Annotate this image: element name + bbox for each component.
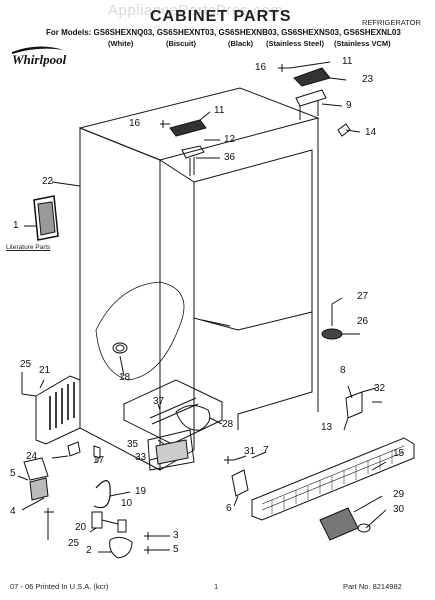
callout-31: 31 xyxy=(244,446,256,457)
callout-7: 7 xyxy=(263,445,269,456)
callout-22: 22 xyxy=(42,176,54,187)
callout-5-left: 5 xyxy=(10,468,16,479)
footer-printed: 07 - 06 Printed In U.S.A. (kcr) xyxy=(10,582,109,591)
color-white: (White) xyxy=(108,39,134,48)
callout-19: 19 xyxy=(135,486,147,497)
callout-21: 21 xyxy=(39,365,51,376)
callout-35: 35 xyxy=(127,439,139,450)
callout-3: 3 xyxy=(173,530,179,541)
callout-20: 20 xyxy=(75,522,87,533)
callout-37: 37 xyxy=(153,396,165,407)
callout-1: 1 xyxy=(13,220,19,231)
callout-9: 9 xyxy=(346,100,352,111)
callout-17: 17 xyxy=(93,455,105,466)
callout-24: 24 xyxy=(26,451,38,462)
callout-25-bottom: 25 xyxy=(68,538,80,549)
brand-logo: Whirlpool xyxy=(12,52,67,67)
callout-12: 12 xyxy=(224,134,236,145)
callout-2: 2 xyxy=(86,545,92,556)
callout-8: 8 xyxy=(340,365,346,376)
callout-27: 27 xyxy=(357,291,369,302)
callout-23: 23 xyxy=(362,74,374,85)
callout-29: 29 xyxy=(393,489,405,500)
callout-18: 18 xyxy=(119,372,131,383)
color-stainless-vcm: (Stainless VCM) xyxy=(334,39,391,48)
category-label: REFRIGERATOR xyxy=(362,18,421,27)
callout-36: 36 xyxy=(224,152,236,163)
callout-13: 13 xyxy=(321,422,333,433)
literature-parts-label: Literature Parts xyxy=(6,244,51,251)
color-biscuit: (Biscuit) xyxy=(166,39,196,48)
callout-30: 30 xyxy=(393,504,405,515)
callout-16-top-right: 16 xyxy=(255,62,267,73)
footer-page-number: 1 xyxy=(214,582,219,591)
callout-26: 26 xyxy=(357,316,369,327)
color-stainless-steel: (Stainless Steel) xyxy=(266,39,324,48)
models-line: For Models: GS6SHEXNQ03, GS6SHEXNT03, GS… xyxy=(46,28,401,37)
callout-28: 28 xyxy=(222,419,234,430)
callout-15: 15 xyxy=(393,448,405,459)
callout-10: 10 xyxy=(121,498,133,509)
callout-5-bottom: 5 xyxy=(173,544,179,555)
callout-14: 14 xyxy=(365,127,377,138)
callout-11-top-right: 11 xyxy=(342,56,353,67)
brand-logo-swoosh-icon xyxy=(12,46,64,54)
callout-4: 4 xyxy=(10,506,16,517)
callout-11-top-left: 11 xyxy=(214,105,225,116)
color-black: (Black) xyxy=(228,39,254,48)
watermark: AppliancePartsPros.com xyxy=(108,2,284,19)
callout-16-top-left: 16 xyxy=(129,118,141,129)
callout-25-left: 25 xyxy=(20,359,32,370)
page-title: CABINET PARTS xyxy=(150,8,292,25)
callout-33: 33 xyxy=(135,452,147,463)
callout-6: 6 xyxy=(226,503,232,514)
callout-32: 32 xyxy=(374,383,386,394)
footer-part-number: Part No. 8214982 xyxy=(343,582,402,591)
